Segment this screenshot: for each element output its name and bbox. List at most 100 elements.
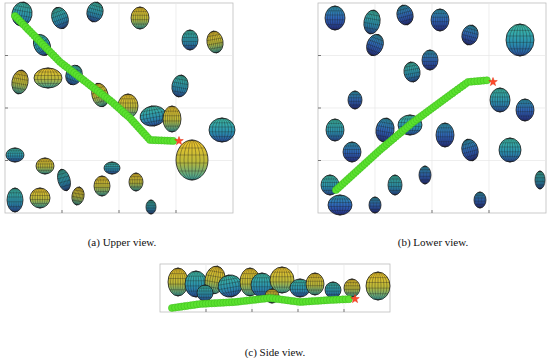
mesh-line (507, 138, 513, 162)
mesh-line (345, 292, 358, 293)
mesh-line (337, 195, 343, 215)
mesh-line (100, 176, 104, 196)
subfigure-caption: (c) Side view. (245, 346, 306, 358)
mesh-line (443, 123, 448, 147)
mesh-line (369, 272, 387, 300)
mesh-line (352, 142, 353, 162)
mesh-line (535, 181, 545, 182)
mesh-line (130, 186, 142, 187)
mesh-line (538, 171, 543, 189)
mesh-line (253, 277, 271, 278)
ellipsoid-body (49, 5, 72, 31)
mesh-line (142, 108, 162, 112)
mesh-line (334, 195, 346, 215)
mesh-line (52, 13, 67, 18)
mesh-line (425, 166, 426, 184)
trajectory (11, 12, 183, 144)
mesh-line (165, 111, 179, 112)
mesh-line (535, 177, 545, 178)
obstacle-ellipsoid (104, 162, 120, 174)
obstacle-ellipsoid (369, 197, 381, 213)
axis-tick (432, 210, 433, 213)
obstacle-ellipsoid (436, 123, 454, 147)
mesh-line (178, 268, 179, 296)
mesh-line (207, 30, 223, 54)
mesh-line (517, 24, 524, 56)
ellipsoid-body (129, 173, 143, 191)
axis-tick (489, 210, 490, 213)
mesh-line (171, 268, 186, 296)
mesh-line (348, 101, 362, 102)
mesh-line (147, 210, 155, 211)
mesh-line (34, 75, 61, 76)
axis-tick (5, 55, 8, 56)
axis-tick (5, 160, 8, 161)
mesh-line (262, 273, 263, 297)
mesh-line (279, 267, 285, 293)
ellipsoid-body (402, 61, 421, 83)
mesh-line (461, 138, 478, 162)
mesh-line (187, 276, 205, 277)
mesh-line (18, 70, 22, 94)
mesh-line (199, 285, 211, 301)
mesh-line (345, 146, 359, 147)
obstacle-ellipsoid (10, 69, 30, 95)
mesh-line (375, 197, 376, 213)
mesh-line (404, 72, 420, 75)
mesh-line (372, 197, 378, 213)
mesh-line (56, 8, 64, 29)
mesh-line (172, 91, 185, 93)
mesh-line (179, 171, 206, 172)
mesh-line (431, 17, 448, 18)
mesh-line (131, 19, 149, 20)
mesh-line (134, 173, 138, 191)
mesh-line (377, 126, 394, 129)
mesh-line (48, 68, 49, 88)
mesh-line (328, 175, 333, 195)
mesh-line (421, 166, 430, 184)
mesh-line (405, 65, 418, 67)
grid-line (5, 55, 233, 56)
mesh-line (242, 273, 258, 274)
mesh-line (477, 192, 483, 208)
mesh-line (184, 34, 197, 35)
mesh-line (326, 131, 344, 132)
mesh-line (352, 91, 359, 109)
mesh-line (147, 202, 155, 203)
mesh-line (368, 277, 387, 278)
mesh-line (462, 39, 475, 42)
mesh-line (192, 140, 193, 180)
mesh-line (374, 197, 377, 213)
ellipsoid-body (163, 106, 181, 132)
mesh-line (498, 88, 503, 112)
mesh-line (397, 8, 409, 11)
ellipsoid-body (431, 9, 449, 31)
mesh-line (293, 279, 308, 297)
mesh-line (433, 13, 447, 14)
mesh-line (307, 290, 322, 291)
mesh-line (59, 180, 70, 183)
mesh-line (426, 50, 434, 70)
mesh-line (492, 92, 508, 93)
axis-tick (5, 108, 8, 109)
ellipsoid-body (205, 30, 225, 54)
mesh-line (6, 156, 24, 157)
mesh-line (136, 173, 137, 191)
mesh-line (212, 122, 233, 123)
mesh-line (306, 281, 323, 282)
mesh-line (323, 179, 337, 180)
mesh-line (476, 192, 485, 208)
mesh-line (325, 288, 340, 289)
mesh-line (462, 34, 477, 38)
mesh-line (74, 190, 83, 192)
mesh-line (168, 278, 187, 279)
axis-tick (318, 55, 321, 56)
ellipsoid-body (197, 285, 213, 301)
mesh-line (90, 5, 102, 8)
mesh-line (37, 170, 52, 171)
ellipsoid-body (146, 200, 156, 214)
mesh-line (108, 162, 116, 174)
mesh-line (176, 163, 208, 164)
obstacle-ellipsoid (94, 176, 110, 196)
